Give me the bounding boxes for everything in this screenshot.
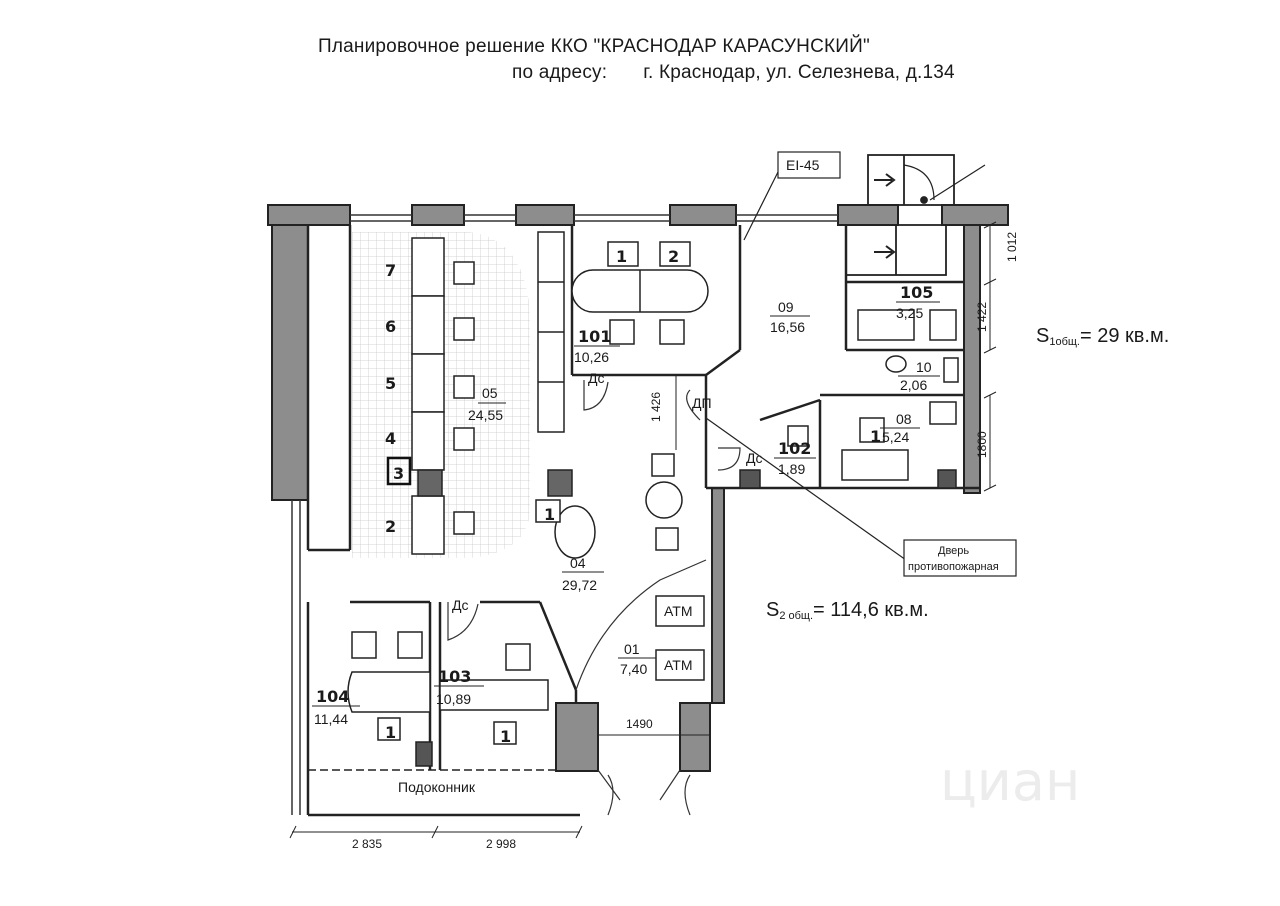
room-id-101: 101 — [578, 327, 611, 346]
room-id-10: 10 — [916, 359, 932, 375]
fire-door-leader — [705, 417, 907, 561]
dimension-lines — [289, 221, 997, 839]
room-area-04: 29,72 — [562, 577, 597, 593]
service-rooms-furniture — [739, 309, 959, 489]
windows — [291, 214, 838, 815]
area-s1-prefix: S — [1036, 325, 1049, 347]
room-area-105: 3,25 — [896, 305, 923, 321]
office-mark-4: 1 — [385, 723, 396, 742]
atm-1 — [655, 595, 705, 627]
room-area-05: 24,55 — [468, 407, 503, 423]
atm-label-1: ATM — [664, 603, 693, 619]
dim-1012: 1 012 — [1005, 232, 1019, 262]
office-101-furniture — [571, 241, 709, 345]
dim-2998: 2 998 — [486, 837, 516, 851]
room-id-04: 04 — [570, 555, 586, 571]
ei45-leader — [743, 171, 779, 241]
watermark: циан — [940, 750, 1080, 813]
room-id-102: 102 — [778, 439, 811, 458]
hall-furniture — [535, 453, 683, 559]
area-s2-sub: 2 общ. — [779, 610, 813, 622]
atm-label-2: ATM — [664, 657, 693, 673]
door-label-1: Дс — [588, 370, 604, 386]
ei45-box — [777, 151, 841, 179]
walls — [267, 204, 1009, 772]
room-id-104: 104 — [316, 687, 349, 706]
room-area-102: 1,89 — [778, 461, 805, 477]
room-labels: 05 24,55 09 16,56 101 10,26 105 3,25 10 … — [312, 283, 940, 727]
vestibule — [845, 154, 986, 276]
dim-1800: 1800 — [975, 431, 989, 458]
dim-1422: 1 422 — [975, 302, 989, 332]
dim-1490: 1490 — [626, 717, 653, 731]
atm-2 — [655, 649, 705, 681]
dim-2835: 2 835 — [352, 837, 382, 851]
workstation-7: 7 — [385, 261, 396, 280]
room-id-103: 103 — [438, 667, 471, 686]
room-id-05: 05 — [482, 385, 498, 401]
plan-title: Планировочное решение ККО "КРАСНОДАР КАР… — [318, 36, 870, 57]
area-s2: S2 общ.= 114,6 кв.м. — [766, 599, 929, 622]
door-swings — [447, 380, 741, 816]
address-label: по адресу: — [512, 62, 608, 83]
room-id-01: 01 — [624, 641, 640, 657]
room-area-09: 16,56 — [770, 319, 805, 335]
room-area-103: 10,89 — [436, 691, 471, 707]
room-area-104: 11,44 — [314, 711, 348, 727]
room-area-08: 5,24 — [882, 429, 909, 445]
desks — [411, 231, 565, 555]
area-s1-sub: 1общ. — [1049, 336, 1080, 348]
offices-lower-furniture — [347, 631, 549, 767]
area-s1-value: = 29 кв.м. — [1080, 325, 1169, 347]
ei45-label: EI-45 — [786, 157, 820, 173]
fire-door-line1: Дверь — [938, 545, 969, 557]
office-mark-1: 1 — [616, 247, 627, 266]
room-id-09: 09 — [778, 299, 794, 315]
room-area-01: 7,40 — [620, 661, 647, 677]
room-id-08: 08 — [896, 411, 912, 427]
address-text: г. Краснодар, ул. Селезнева, д.134 — [643, 62, 955, 83]
workstation-3-box — [386, 456, 412, 486]
room-area-101: 10,26 — [574, 349, 609, 365]
office-mark-5: 1 — [500, 727, 511, 746]
fire-door-box — [903, 539, 1017, 577]
workstation-5: 5 — [385, 374, 396, 393]
workstation-6: 6 — [385, 317, 396, 336]
area-s1: S1общ.= 29 кв.м. — [1036, 325, 1169, 348]
fire-door-line2: противопожарная — [908, 561, 999, 573]
dim-1426: 1 426 — [649, 392, 663, 422]
office-mark-3: 1 — [544, 505, 555, 524]
door-label-2: Дс — [746, 450, 762, 466]
sill-label: Подоконник — [398, 779, 476, 795]
room-id-105: 105 — [900, 283, 933, 302]
door-label-3: Дс — [452, 597, 468, 613]
office-mark-2: 2 — [668, 247, 679, 266]
workstation-3: 3 — [393, 464, 404, 483]
office-mark-6: 1 — [870, 427, 881, 446]
plan-address: по адресу: г. Краснодар, ул. Селезнева, д… — [512, 62, 955, 84]
workstation-2: 2 — [385, 517, 396, 536]
workstation-4: 4 — [385, 429, 396, 448]
area-s2-prefix: S — [766, 599, 779, 621]
room-area-10: 2,06 — [900, 377, 927, 393]
door-label-fire: ДП — [692, 395, 712, 411]
area-s2-value: = 114,6 кв.м. — [813, 599, 929, 621]
